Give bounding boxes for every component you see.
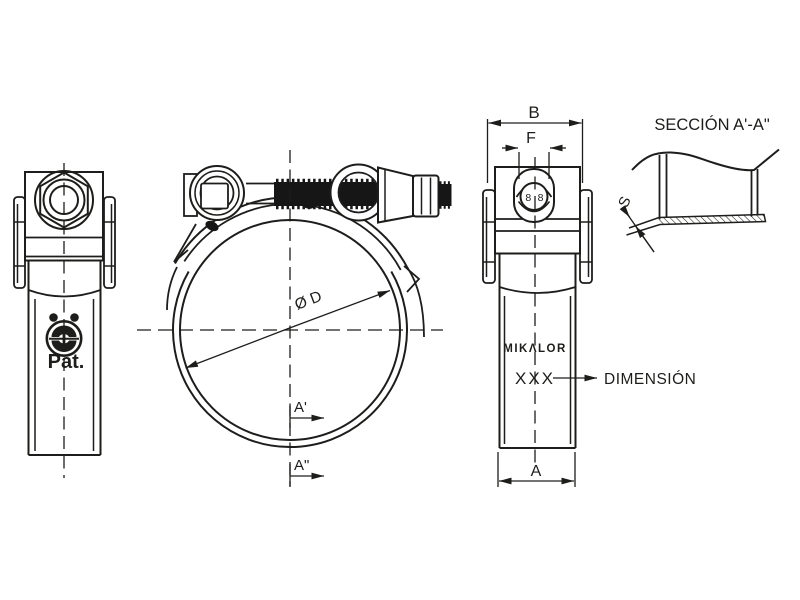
logo-ear-left — [49, 313, 58, 322]
bolt-bottom-arc — [517, 201, 551, 213]
dim-s-arrow-top — [619, 205, 631, 218]
logo-ear-right — [70, 313, 79, 322]
dim-s-arrow-bottom — [634, 225, 655, 253]
mikalor-patent-logo-icon — [45, 313, 83, 357]
band-section-outline — [626, 213, 767, 236]
band-left-tail-arc — [166, 266, 178, 311]
section-title: SECCIÓN A'-A" — [654, 115, 770, 134]
strap-left-hook — [173, 223, 197, 263]
right-view-latch-left — [482, 189, 496, 284]
bolt-head-circle — [519, 182, 549, 211]
band-curve — [28, 289, 101, 298]
brand-label: MIKΛLOR — [503, 343, 567, 355]
dim-b-label: B — [528, 103, 539, 122]
hex-nut-side — [412, 174, 440, 218]
rod-tip — [438, 184, 452, 206]
diameter-label: Ø D — [292, 288, 324, 314]
right-view: 8 8 MIKΛLOR XXX DIMENSIÓN B F A — [482, 103, 696, 487]
hex-nut-mid-circle — [42, 178, 86, 222]
cut-label-a1: A' — [294, 399, 307, 416]
eye-square-hole — [200, 182, 229, 210]
patent-label: Pat. — [48, 351, 85, 373]
eye-mid-circle — [194, 170, 240, 216]
section-break-line — [631, 148, 780, 172]
band-curve — [499, 286, 576, 294]
thickness-label: S — [615, 194, 635, 210]
dim-f-label: F — [526, 130, 536, 147]
right-view-latch-right — [579, 189, 593, 284]
dimension-note-label: DIMENSIÓN — [604, 371, 696, 388]
bolt-grade-left: 8 — [525, 192, 531, 204]
spot-weld-dot — [205, 220, 219, 232]
section-view: SECCIÓN A'-A" S — [615, 115, 780, 253]
size-placeholder: XXX — [515, 369, 555, 388]
bolt-grade-right: 8 — [538, 192, 544, 204]
cut-label-a2: A" — [294, 457, 309, 474]
diameter-arrow-lower — [185, 328, 288, 369]
dim-a-label: A — [531, 463, 542, 480]
saddle — [377, 166, 414, 224]
diameter-arrow-upper — [286, 289, 391, 330]
left-view-latch-left — [13, 196, 26, 289]
left-view: Pat. — [13, 163, 116, 478]
band-right-tail-arc — [406, 266, 425, 338]
eye-outer-circle — [189, 165, 245, 221]
middle-view: Ø D A' A" — [137, 150, 452, 487]
left-view-latch-right — [103, 196, 116, 289]
